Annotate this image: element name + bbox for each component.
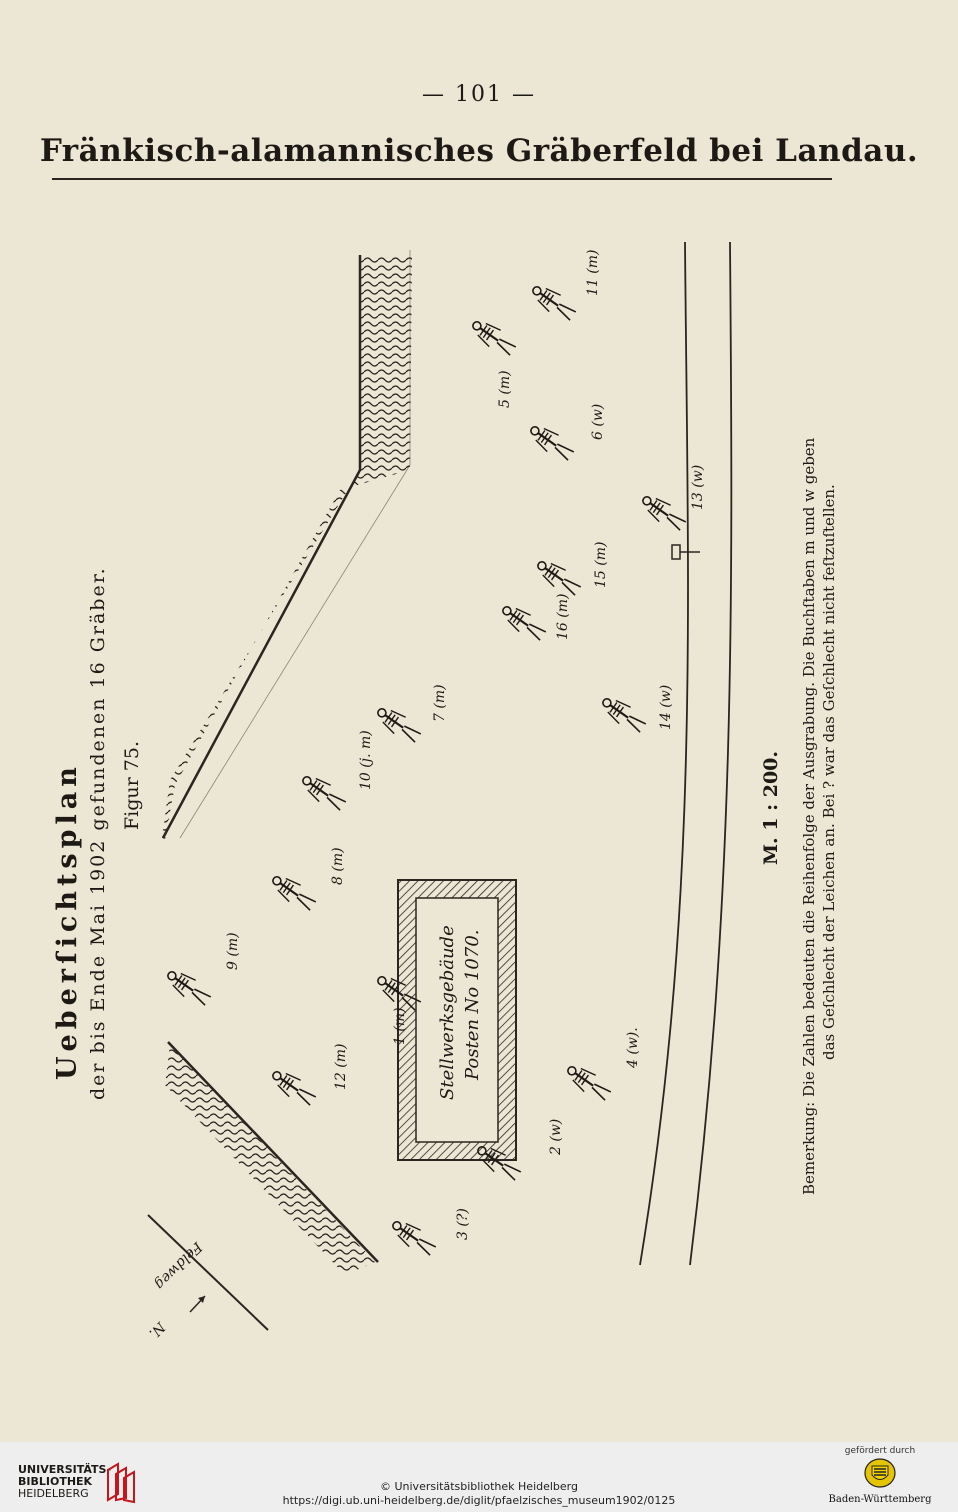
north-arrow-icon: [189, 1295, 206, 1313]
grave-label-10: 10 (j. m): [358, 730, 374, 790]
grave-label-4: 4 (w).: [625, 1027, 641, 1068]
grave-label-15: 15 (m): [593, 541, 609, 588]
skeleton-grave-3: [392, 1221, 437, 1256]
building-stellwerk: [397, 879, 517, 1161]
grave-label-1: 1 (m): [392, 1007, 408, 1045]
title-rule: [52, 178, 832, 180]
skeleton-grave-1: [377, 976, 422, 1011]
skeleton-grave-14: [602, 698, 647, 733]
grave-label-13: 13 (w): [690, 464, 706, 510]
building-label-2: Posten No 1070.: [462, 929, 483, 1081]
plan-caption-title: Ueberſichtsplan: [52, 762, 83, 1080]
grave-label-3: 3 (?): [455, 1208, 471, 1240]
embankment-upper: [161, 250, 412, 840]
skeleton-grave-9: [167, 971, 212, 1006]
grave-field-plan: [147, 241, 733, 1331]
library-logo[interactable]: UNIVERSITÄTS- BIBLIOTHEK HEIDELBERG: [8, 1450, 135, 1506]
scale-label: M. 1 : 200.: [760, 751, 782, 865]
library-logo-icon: [107, 1462, 135, 1504]
coat-of-arms-icon: [864, 1458, 896, 1488]
library-name-3: HEIDELBERG: [18, 1487, 89, 1500]
figure-label: Figur 75.: [121, 741, 143, 830]
skeleton-grave-10: [302, 776, 347, 811]
plan-caption-subtitle: der bis Ende Mai 1902 gefundenen 16 Gräb…: [87, 566, 109, 1100]
skeleton-grave-7: [377, 708, 422, 743]
grave-label-16: 16 (m): [555, 593, 571, 640]
source-url[interactable]: https://digi.ub.uni-heidelberg.de/diglit…: [282, 1494, 676, 1507]
skeleton-grave-2: [477, 1146, 522, 1181]
note-line-2: das Geſchlecht der Leichen an. Bei ? war…: [820, 484, 838, 1060]
skeleton-grave-12: [272, 1071, 317, 1106]
skeleton-grave-5: [472, 321, 517, 356]
page-title: Fränkisch-alamannisches Gräberfeld bei L…: [39, 133, 919, 169]
funder-block[interactable]: gefördert durch Baden-Württemberg: [820, 1446, 940, 1505]
skeleton-grave-4: [567, 1066, 612, 1101]
grave-label-2: 2 (w): [548, 1118, 564, 1155]
building-label-1: Stellwerksgebäude: [437, 925, 458, 1100]
feldweg-line: [147, 1214, 269, 1331]
skeleton-grave-13: [642, 496, 687, 531]
grave-label-12: 12 (m): [333, 1043, 349, 1090]
footer-bar: UNIVERSITÄTS- BIBLIOTHEK HEIDELBERG © Un…: [0, 1442, 958, 1512]
scanned-page: — 101 — Fränkisch-alamannisches Gräberfe…: [39, 82, 919, 1342]
library-name-2: BIBLIOTHEK: [18, 1475, 93, 1488]
embankment-lower: [165, 1041, 379, 1275]
copyright-text: © Universitätsbibliothek Heidelberg: [379, 1480, 578, 1493]
funder-name: Baden-Württemberg: [828, 1494, 932, 1505]
grave-label-6: 6 (w): [590, 403, 606, 440]
grave-label-9: 9 (m): [225, 932, 241, 970]
signal-marker: [671, 544, 700, 560]
funded-by-label: gefördert durch: [844, 1446, 916, 1456]
skeleton-grave-6: [530, 426, 575, 461]
grave-label-11: 11 (m): [585, 249, 601, 296]
grave-label-7: 7 (m): [432, 684, 448, 722]
skeleton-figures: [167, 286, 687, 1256]
note-line-1: Bemerkung: Die Zahlen bedeuten die Reihe…: [800, 437, 818, 1195]
grave-label-8: 8 (m): [330, 847, 346, 885]
page-number: — 101 —: [422, 82, 536, 107]
skeleton-grave-8: [272, 876, 317, 911]
skeleton-grave-16: [502, 606, 547, 641]
library-name-1: UNIVERSITÄTS-: [18, 1463, 112, 1476]
skeleton-grave-11: [532, 286, 577, 321]
railway-lines: [639, 241, 733, 1266]
skeleton-grave-15: [537, 561, 582, 596]
grave-label-14: 14 (w): [658, 684, 674, 730]
grave-label-5: 5 (m): [497, 370, 513, 408]
